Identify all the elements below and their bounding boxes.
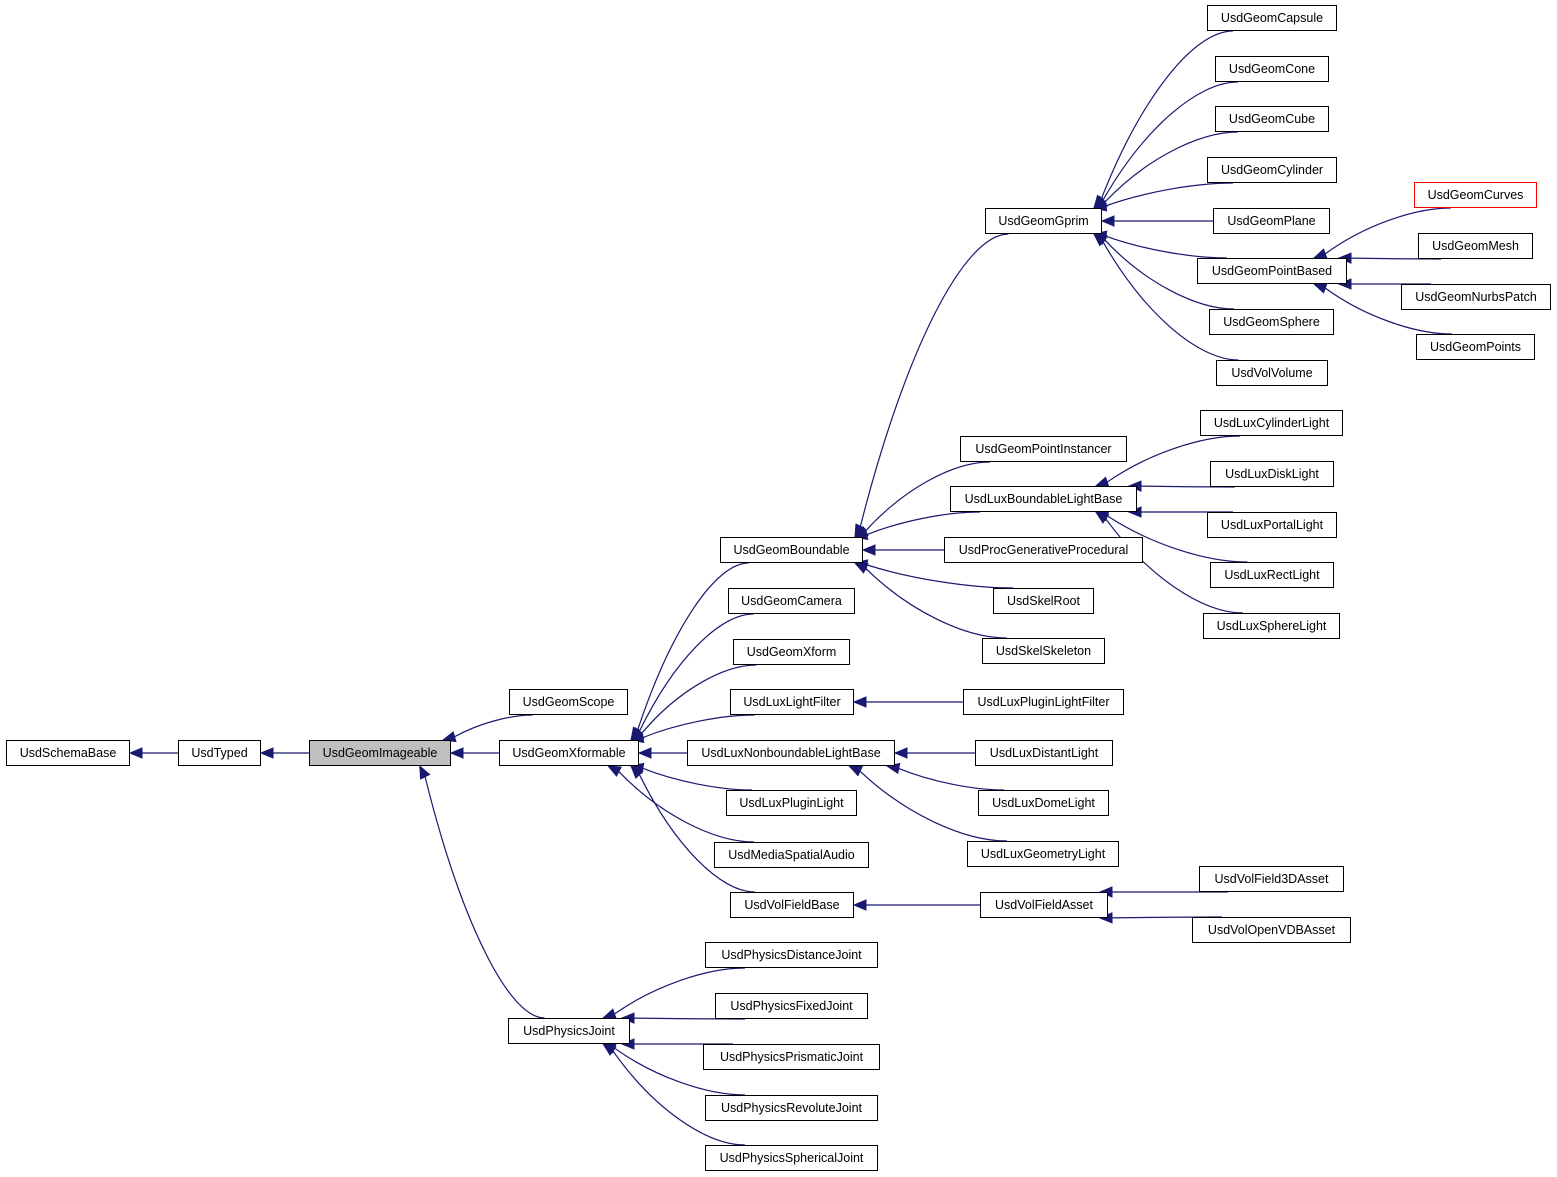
class-node-usdluxpluginlight[interactable]: UsdLuxPluginLight bbox=[726, 790, 857, 816]
class-node-usdluxlightfilter[interactable]: UsdLuxLightFilter bbox=[730, 689, 854, 715]
class-node-usdvolfieldbase[interactable]: UsdVolFieldBase bbox=[730, 892, 854, 918]
class-node-usdluxrectlight[interactable]: UsdLuxRectLight bbox=[1210, 562, 1334, 588]
class-node-usdvolopenvdbasset[interactable]: UsdVolOpenVDBAsset bbox=[1192, 917, 1351, 943]
class-node-usdluxpluginlightfilter[interactable]: UsdLuxPluginLightFilter bbox=[963, 689, 1124, 715]
class-node-usdluxdomelight[interactable]: UsdLuxDomeLight bbox=[978, 790, 1109, 816]
class-node-usdgeomcurves[interactable]: UsdGeomCurves bbox=[1414, 182, 1537, 208]
class-node-usdskelroot[interactable]: UsdSkelRoot bbox=[993, 588, 1094, 614]
class-node-usdgeomcube[interactable]: UsdGeomCube bbox=[1215, 106, 1329, 132]
class-node-usdphysicsjoint[interactable]: UsdPhysicsJoint bbox=[508, 1018, 630, 1044]
class-node-usdschemabase[interactable]: UsdSchemaBase bbox=[6, 740, 130, 766]
class-node-usdgeompointinstancer[interactable]: UsdGeomPointInstancer bbox=[960, 436, 1127, 462]
class-node-usdgeomsphere[interactable]: UsdGeomSphere bbox=[1209, 309, 1334, 335]
class-node-usdgeomscope[interactable]: UsdGeomScope bbox=[509, 689, 628, 715]
class-node-usdgeomgprim[interactable]: UsdGeomGprim bbox=[985, 208, 1102, 234]
class-node-usdgeomboundable[interactable]: UsdGeomBoundable bbox=[720, 537, 863, 563]
class-node-usdgeomimageable: UsdGeomImageable bbox=[309, 740, 451, 766]
class-node-usdluxboundablelightbase[interactable]: UsdLuxBoundableLightBase bbox=[950, 486, 1137, 512]
class-node-usdphysicsrevolutejoint[interactable]: UsdPhysicsRevoluteJoint bbox=[705, 1095, 878, 1121]
class-node-usdgeommesh[interactable]: UsdGeomMesh bbox=[1418, 233, 1533, 259]
class-node-usdluxdisklight[interactable]: UsdLuxDiskLight bbox=[1210, 461, 1334, 487]
class-node-usdgeomcylinder[interactable]: UsdGeomCylinder bbox=[1207, 157, 1337, 183]
class-node-usdluxportallight[interactable]: UsdLuxPortalLight bbox=[1207, 512, 1337, 538]
class-node-usdprocgenerativeprocedural[interactable]: UsdProcGenerativeProcedural bbox=[944, 537, 1143, 563]
class-node-usdluxgeometrylight[interactable]: UsdLuxGeometryLight bbox=[967, 841, 1119, 867]
class-node-usdgeomplane[interactable]: UsdGeomPlane bbox=[1213, 208, 1330, 234]
class-node-usdphysicsfixedjoint[interactable]: UsdPhysicsFixedJoint bbox=[715, 993, 868, 1019]
class-node-usdgeompointbased[interactable]: UsdGeomPointBased bbox=[1197, 258, 1347, 284]
class-node-usdluxdistantlight[interactable]: UsdLuxDistantLight bbox=[975, 740, 1113, 766]
class-node-usdgeomcapsule[interactable]: UsdGeomCapsule bbox=[1207, 5, 1337, 31]
class-node-usdphysicssphericaljoint[interactable]: UsdPhysicsSphericalJoint bbox=[705, 1145, 878, 1171]
class-node-usdtyped[interactable]: UsdTyped bbox=[178, 740, 261, 766]
class-node-usdluxspherelight[interactable]: UsdLuxSphereLight bbox=[1203, 613, 1340, 639]
class-node-usdluxcylinderlight[interactable]: UsdLuxCylinderLight bbox=[1200, 410, 1343, 436]
class-node-usdskelskeleton[interactable]: UsdSkelSkeleton bbox=[982, 638, 1105, 664]
class-node-usdgeomcamera[interactable]: UsdGeomCamera bbox=[728, 588, 855, 614]
class-node-usdvolfieldasset[interactable]: UsdVolFieldAsset bbox=[980, 892, 1108, 918]
class-node-usdphysicsprismaticjoint[interactable]: UsdPhysicsPrismaticJoint bbox=[703, 1044, 880, 1070]
class-node-usdgeomxformable[interactable]: UsdGeomXformable bbox=[499, 740, 639, 766]
class-node-usdgeomcone[interactable]: UsdGeomCone bbox=[1215, 56, 1329, 82]
class-node-usdgeomnurbspatch[interactable]: UsdGeomNurbsPatch bbox=[1401, 284, 1551, 310]
class-node-usdvolfield3dasset[interactable]: UsdVolField3DAsset bbox=[1199, 866, 1344, 892]
class-node-usdmediaspatialaudio[interactable]: UsdMediaSpatialAudio bbox=[714, 842, 869, 868]
class-node-usdgeompoints[interactable]: UsdGeomPoints bbox=[1416, 334, 1535, 360]
class-node-usdphysicsdistancejoint[interactable]: UsdPhysicsDistanceJoint bbox=[705, 942, 878, 968]
class-node-usdluxnonboundablelightbase[interactable]: UsdLuxNonboundableLightBase bbox=[687, 740, 895, 766]
class-node-usdvolvolume[interactable]: UsdVolVolume bbox=[1216, 360, 1328, 386]
class-node-usdgeomxform[interactable]: UsdGeomXform bbox=[733, 639, 850, 665]
